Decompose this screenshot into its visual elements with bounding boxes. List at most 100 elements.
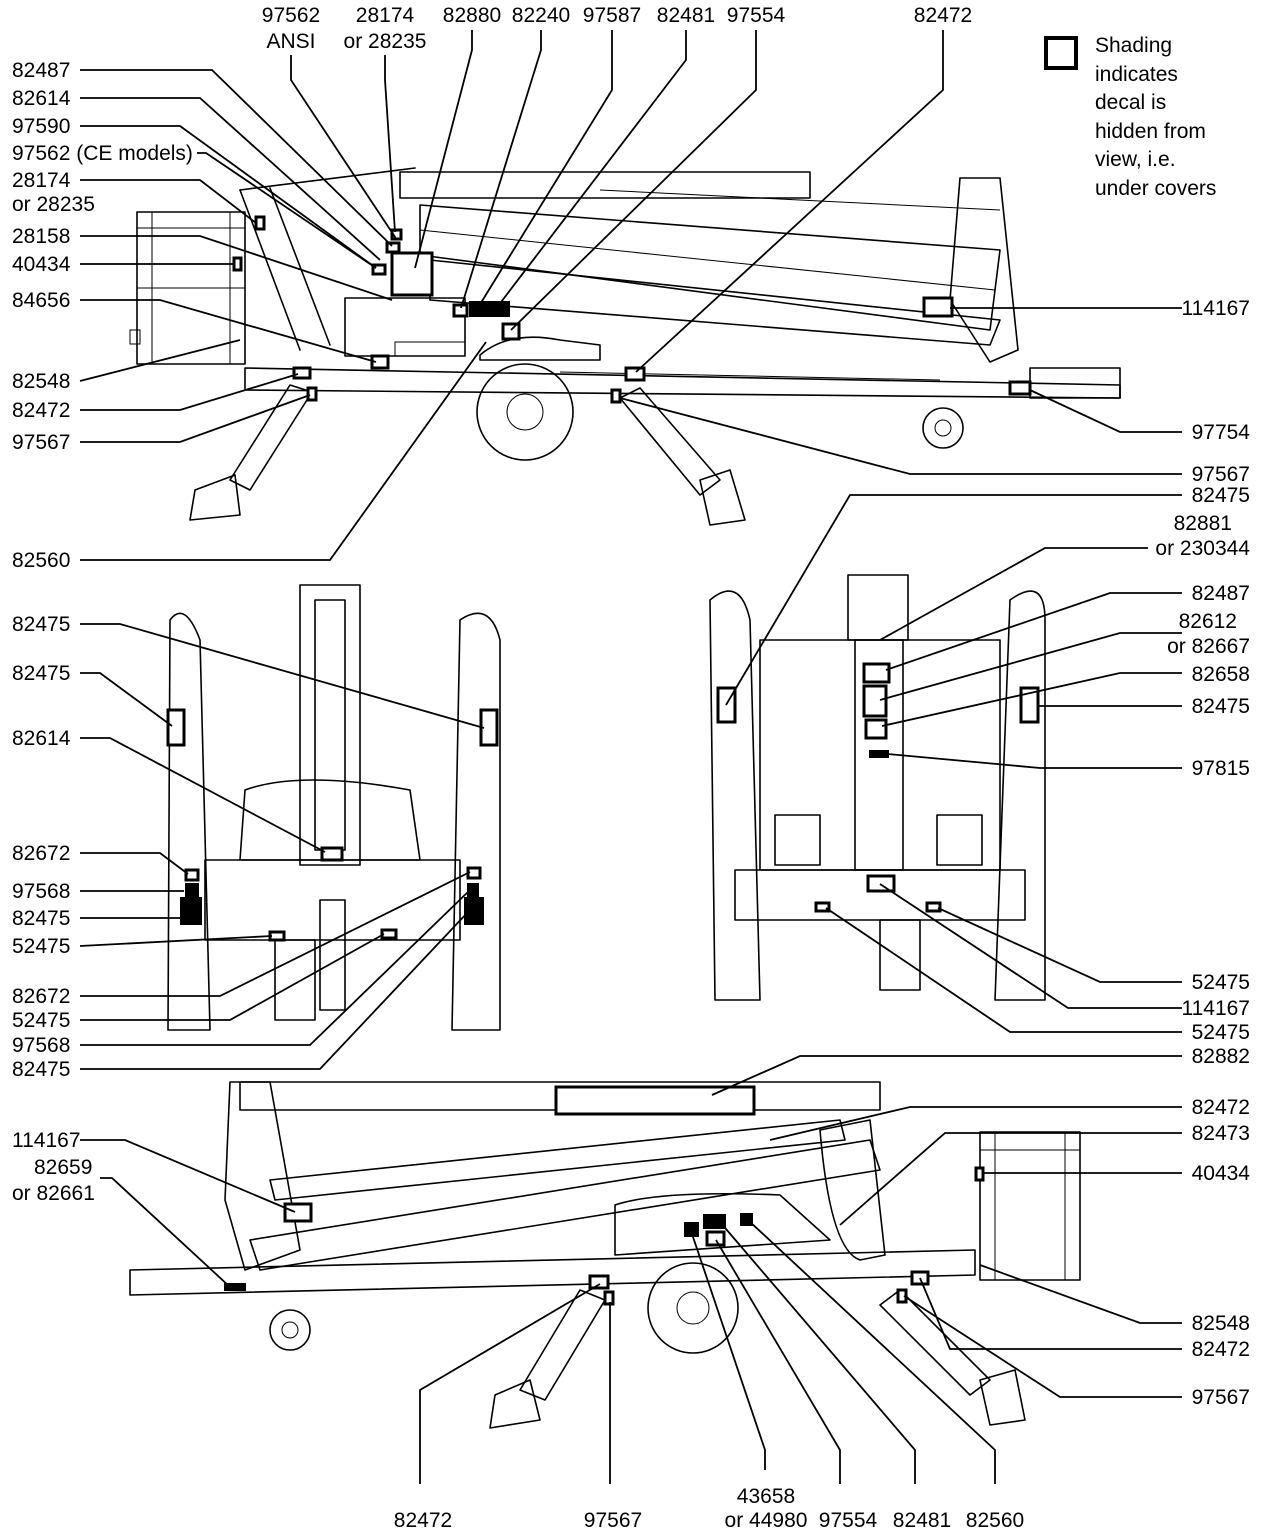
- label-82472-top: 82472: [914, 4, 972, 27]
- decal-97567-bottom-left: [603, 1290, 615, 1306]
- decal-82475-front-left: [166, 708, 186, 747]
- label-bottom-97567-b: 97567: [584, 1509, 642, 1532]
- legend-line: view, i.e.: [1095, 148, 1176, 171]
- labels-side-top-left: 82487 82614 97590 97562 (CE models) 2817…: [12, 59, 193, 572]
- label-rear-82612-line1: 82612: [1179, 610, 1237, 633]
- label-97562-ce: 97562 (CE models): [12, 142, 193, 165]
- decal-84656: [370, 354, 390, 370]
- label-97587: 97587: [583, 4, 641, 27]
- labels-side-bottom-bottom: 82472 97567 43658 or 44980 97554 82481 8…: [394, 1485, 1024, 1532]
- leaders-rear: [725, 494, 1182, 1033]
- labels-side-bottom-left: 114167 82659 or 82661: [12, 1129, 95, 1205]
- decal-114167-bottom: [283, 1202, 313, 1223]
- label-97562-ansi-line2: ANSI: [266, 30, 315, 53]
- label-82614: 82614: [12, 87, 71, 110]
- decal-28174-top: [254, 215, 266, 231]
- decal-82880: [390, 251, 434, 297]
- decal-82614-front: [320, 846, 344, 862]
- label-front-82614: 82614: [12, 727, 71, 750]
- rear-view: [709, 574, 1046, 1001]
- decal-82472-bottom-left: [588, 1274, 610, 1290]
- legend-line: Shading: [1095, 34, 1173, 57]
- decal-52475-front-right: [380, 928, 398, 940]
- decal-82240: [452, 303, 469, 318]
- label-97554: 97554: [727, 4, 786, 27]
- label-rear-82658: 82658: [1192, 663, 1250, 686]
- label-82240: 82240: [512, 4, 570, 27]
- decal-82475-front-lower-right: [464, 897, 484, 925]
- legend-line: decal is: [1095, 91, 1167, 114]
- decal-82487: [385, 241, 401, 254]
- label-rear-82881-line2: or 230344: [1155, 537, 1250, 560]
- label-28174-line1: 28174: [356, 4, 415, 27]
- labels-rear: 82475 82881 or 230344 82487 82612 or 826…: [1155, 484, 1250, 1044]
- label-82880: 82880: [443, 4, 501, 27]
- label-bottom-97554: 97554: [819, 1509, 878, 1532]
- label-bottom-40434: 40434: [1192, 1162, 1251, 1185]
- label-front-82475-d: 82475: [12, 1058, 70, 1081]
- decal-114167-top: [922, 296, 954, 318]
- label-bottom-82659-line1: 82659: [34, 1156, 92, 1179]
- label-front-82672-b: 82672: [12, 985, 70, 1008]
- decal-97815: [869, 750, 889, 758]
- decal-43658: [684, 1222, 699, 1237]
- label-rear-52475-b: 52475: [1192, 1021, 1250, 1044]
- label-97754: 97754: [1192, 421, 1251, 444]
- label-front-52475-a: 52475: [12, 935, 70, 958]
- label-bottom-82882: 82882: [1192, 1045, 1250, 1068]
- legend-text: Shading indicates decal is hidden from v…: [1095, 32, 1255, 203]
- labels-front: 82475 82475 82614 82672 97568 82475 5247…: [12, 613, 71, 1081]
- decal-97568-front-right: [467, 883, 479, 897]
- label-bottom-82481: 82481: [893, 1509, 951, 1532]
- decal-114167-rear: [866, 874, 896, 893]
- label-bottom-82548: 82548: [1192, 1312, 1250, 1335]
- decal-82612-rear: [862, 684, 888, 718]
- labels-side-top-right: 114167 97754 97567: [1181, 297, 1250, 486]
- label-bottom-82560: 82560: [966, 1509, 1024, 1532]
- label-bottom-43658-line1: 43658: [737, 1485, 795, 1508]
- label-82472-left: 82472: [12, 399, 70, 422]
- decal-97554-bottom-hidden: [703, 1214, 726, 1229]
- label-bottom-82472-c: 82472: [394, 1509, 452, 1532]
- label-28174-line2: or 28235: [344, 30, 427, 53]
- label-front-82475-c: 82475: [12, 907, 70, 930]
- decal-82658: [864, 718, 888, 740]
- legend-line: indicates: [1095, 62, 1178, 86]
- decal-52475-front-left: [268, 930, 286, 942]
- label-28158: 28158: [12, 225, 70, 248]
- label-bottom-82659-line2: or 82661: [12, 1182, 95, 1205]
- label-84656: 84656: [12, 289, 70, 312]
- label-rear-114167: 114167: [1181, 997, 1250, 1020]
- decal-40434-top: [232, 256, 243, 272]
- legend-line: hidden from: [1095, 119, 1206, 143]
- label-28174-left-line2: or 28235: [12, 193, 95, 216]
- label-bottom-97567: 97567: [1192, 1386, 1250, 1409]
- decal-97567-top-right: [610, 388, 622, 404]
- label-front-97568-a: 97568: [12, 880, 70, 903]
- decal-82475-front-lower-left: [180, 897, 202, 925]
- decal-82659: [224, 1283, 246, 1291]
- label-front-52475-b: 52475: [12, 1009, 70, 1032]
- label-rear-82612-line2: or 82667: [1167, 635, 1250, 658]
- decal-97567-bottom-right: [896, 1288, 908, 1304]
- decal-97562-ce: [371, 263, 387, 276]
- label-bottom-82472-a: 82472: [1192, 1096, 1250, 1119]
- label-97562-ansi-line1: 97562: [262, 4, 320, 27]
- legend-shading-icon: [1044, 36, 1078, 70]
- label-28174-left-line1: 28174: [12, 169, 71, 192]
- decal-97554-bottom: [705, 1230, 726, 1247]
- leaders-side-top: [79, 30, 1182, 561]
- decal-82475-rear-right: [1019, 686, 1040, 724]
- decal-40434-bottom: [974, 1166, 985, 1182]
- label-rear-82475-a: 82475: [1192, 484, 1250, 507]
- leaders-front: [79, 623, 485, 1070]
- decal-97554-top: [501, 322, 521, 341]
- label-rear-97815: 97815: [1192, 757, 1250, 780]
- decal-82472-top: [624, 366, 646, 382]
- label-rear-82487: 82487: [1192, 582, 1250, 605]
- label-rear-82881-line1: 82881: [1174, 512, 1232, 535]
- decal-82481-bottom: [740, 1213, 753, 1226]
- label-front-82475-b: 82475: [12, 662, 70, 685]
- decal-82481-top: [488, 301, 510, 317]
